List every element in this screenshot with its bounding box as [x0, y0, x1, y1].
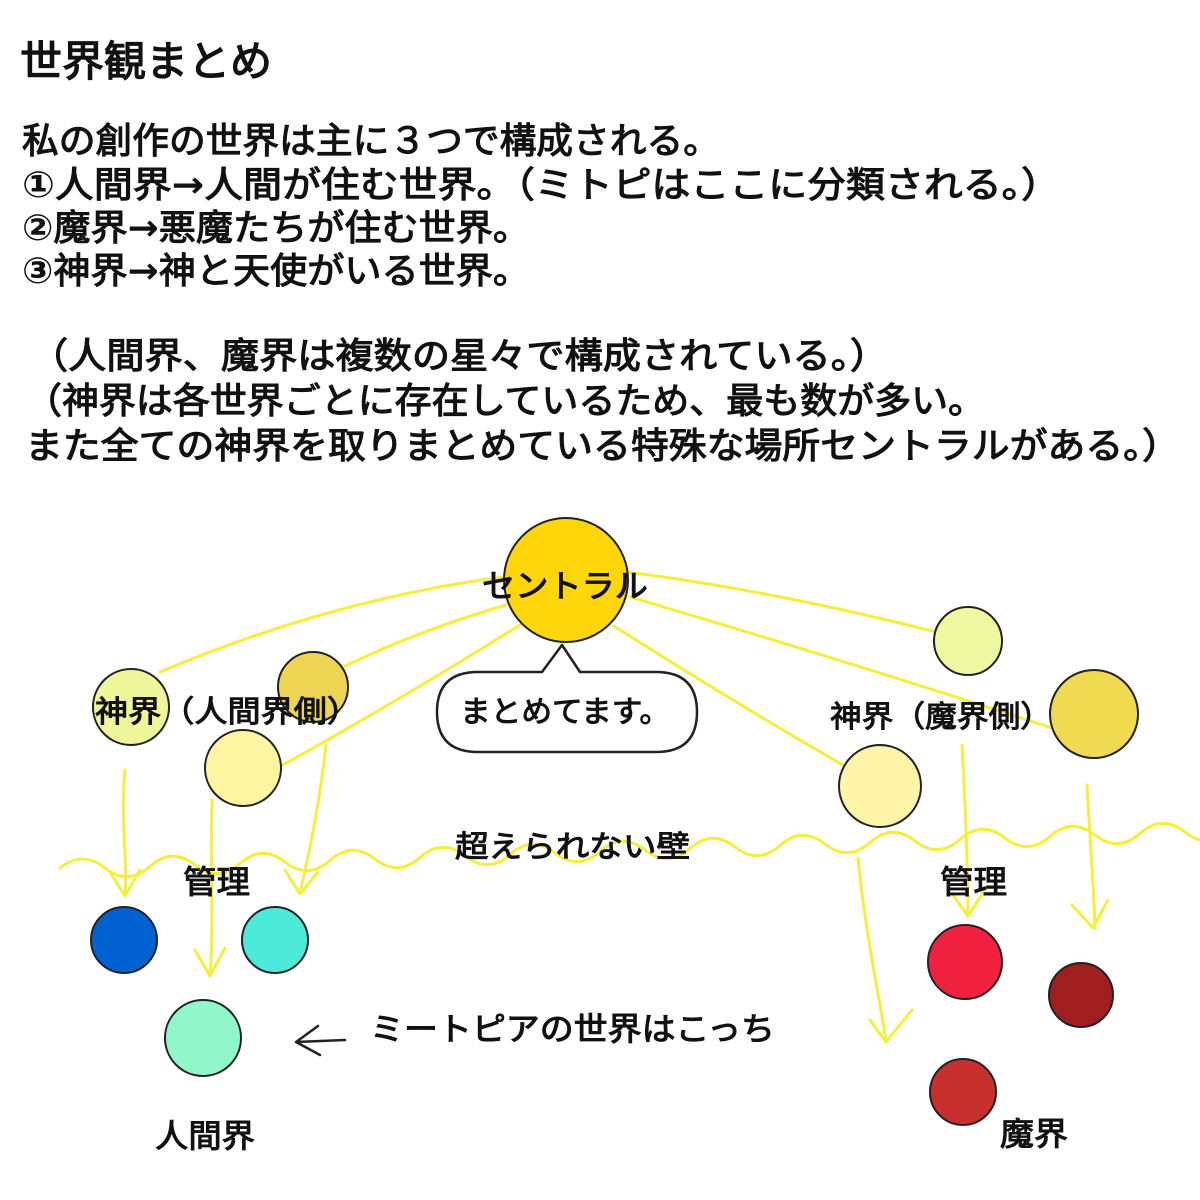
god-realm-node: [933, 606, 1003, 676]
manage-label-right: 管理: [940, 863, 1007, 901]
human-world-label: 人間界: [155, 1117, 255, 1155]
connector-line: [158, 575, 504, 674]
down-arrow: [108, 768, 142, 898]
demon-world-label: 魔界: [1000, 1115, 1068, 1153]
connector-line: [628, 595, 1054, 730]
god-realm-human-side-label: 神界（人間界側）: [95, 695, 360, 730]
down-arrow: [1070, 783, 1110, 930]
down-arrow: [283, 743, 328, 896]
god-realm-node: [204, 729, 282, 807]
connector-line: [343, 603, 508, 668]
management-arrows: [108, 743, 1110, 1044]
god-realm-human-side: [92, 651, 349, 807]
demon-world-node: [929, 1058, 997, 1126]
manage-label-left: 管理: [183, 863, 250, 901]
connector-line: [612, 624, 850, 770]
intro-line: ③神界→神と天使がいる世界。: [22, 251, 530, 292]
mitopia-pointer-text: ミートピアの世界はこっち: [370, 1010, 775, 1048]
down-arrow: [193, 798, 227, 978]
down-arrow: [951, 743, 987, 918]
intro-text: 私の創作の世界は主に３つで構成される。 ①人間界→人間が住む世界。（ミトピはここ…: [22, 121, 1060, 292]
demon-world-nodes: [927, 924, 1114, 1126]
human-world-node: [90, 906, 158, 974]
left-arrow-icon: [294, 1024, 347, 1057]
intro-line: 私の創作の世界は主に３つで構成される。: [22, 121, 720, 162]
note-line: （神界は各世界ごとに存在しているため、最も数が多い。: [25, 381, 985, 422]
connector-line: [281, 623, 522, 767]
note-line: （人間界、魔界は複数の星々で構成されている。）: [30, 336, 888, 377]
human-world-node: [241, 906, 309, 974]
god-realm-node: [277, 651, 349, 723]
human-world-nodes: [90, 906, 309, 1077]
central-connections: [158, 570, 1054, 770]
central-label: セントラル: [482, 567, 648, 605]
god-realm-demon-side-label: 神界（魔界側）: [830, 700, 1052, 735]
speech-bubble-outline: [435, 643, 699, 754]
god-realm-demon-side: [838, 606, 1139, 828]
demon-world-node: [1048, 962, 1114, 1028]
note-line: また全ての神界を取りまとめている特殊な場所セントラルがある。）: [25, 425, 1180, 467]
impassable-wall-line: [58, 821, 1200, 879]
mitopia-world-node: [164, 999, 242, 1077]
intro-line: ①人間界→人間が住む世界。（ミトピはここに分類される。）: [22, 165, 1060, 206]
god-realm-node: [1049, 669, 1139, 759]
page-title: 世界観まとめ: [20, 37, 272, 86]
god-realm-node: [92, 668, 170, 746]
central-node: [503, 517, 629, 643]
god-realm-node: [838, 744, 922, 828]
impassable-wall-label: 超えられない壁: [455, 830, 690, 865]
demon-world-node: [927, 924, 1003, 1000]
down-arrow: [856, 856, 914, 1044]
connector-line: [626, 570, 942, 635]
speech-bubble: まとめてます。: [435, 643, 699, 754]
notes-text: （人間界、魔界は複数の星々で構成されている。） （神界は各世界ごとに存在している…: [25, 336, 1180, 467]
speech-bubble-text: まとめてます。: [460, 695, 670, 730]
intro-line: ②魔界→悪魔たちが住む世界。: [22, 208, 530, 249]
